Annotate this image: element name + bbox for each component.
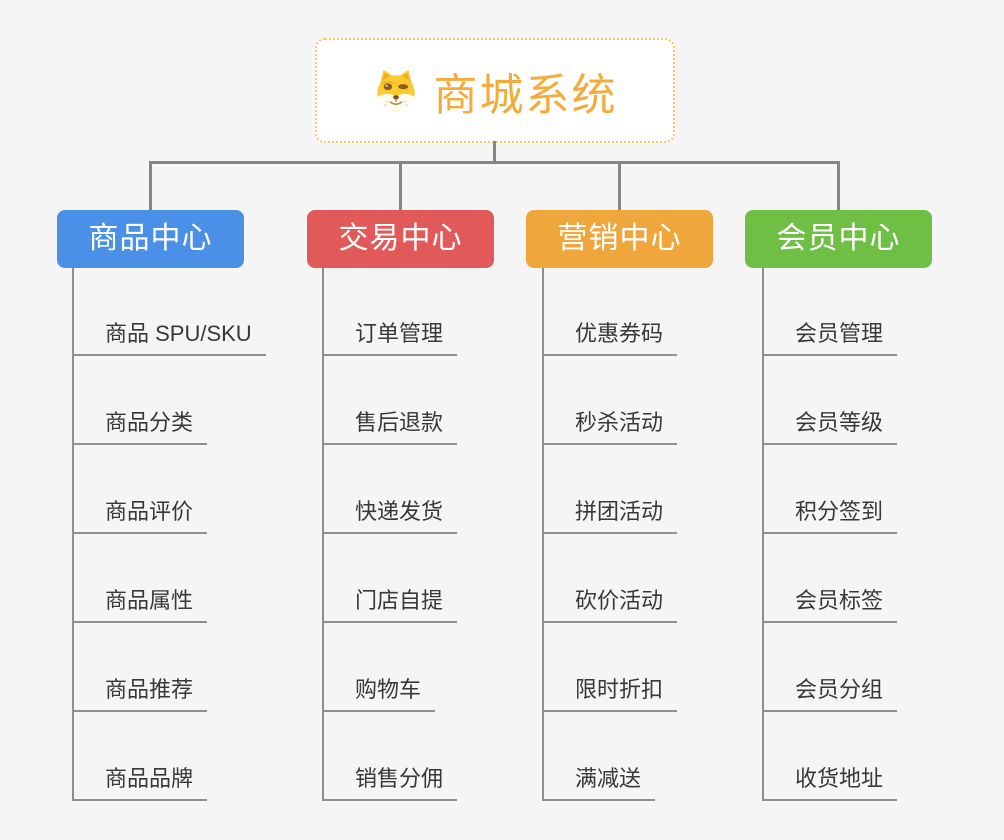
branch-header-marketing-center[interactable]: 营销中心 <box>526 210 713 268</box>
branch-header-trade-center[interactable]: 交易中心 <box>307 210 494 268</box>
leaf-node[interactable]: 限时折扣 <box>544 676 678 712</box>
connector-drop-2 <box>399 161 402 211</box>
leaf-node[interactable]: 销售分佣 <box>324 765 458 801</box>
leaf-node[interactable]: 拼团活动 <box>544 498 678 534</box>
leaf-node[interactable]: 会员等级 <box>764 409 898 445</box>
leaf-node[interactable]: 商品评价 <box>74 498 208 534</box>
leaf-node[interactable]: 会员管理 <box>764 320 898 356</box>
connector-root-vertical <box>493 141 496 164</box>
leaf-node[interactable]: 砍价活动 <box>544 587 678 623</box>
root-title: 商城系统 <box>433 70 618 120</box>
leaf-node[interactable]: 会员标签 <box>764 587 898 623</box>
leaf-node[interactable]: 快递发货 <box>324 498 458 534</box>
leaf-node[interactable]: 商品分类 <box>74 409 208 445</box>
branch-children-marketing: 优惠券码 秒杀活动 拼团活动 砍价活动 限时折扣 满减送 <box>542 268 774 801</box>
leaf-node[interactable]: 会员分组 <box>764 676 898 712</box>
leaf-node[interactable]: 商品推荐 <box>74 676 208 712</box>
branch-header-product-center[interactable]: 商品中心 <box>57 210 244 268</box>
leaf-node[interactable]: 售后退款 <box>324 409 458 445</box>
doge-icon <box>373 69 419 113</box>
connector-drop-1 <box>149 161 152 211</box>
leaf-node[interactable]: 门店自提 <box>324 587 458 623</box>
connector-horizontal <box>149 161 840 164</box>
root-node-mall-system[interactable]: 商城系统 <box>315 38 675 143</box>
connector-drop-4 <box>837 161 840 211</box>
connector-drop-3 <box>618 161 621 211</box>
leaf-node[interactable]: 优惠券码 <box>544 320 678 356</box>
leaf-node[interactable]: 商品 SPU/SKU <box>74 320 266 356</box>
leaf-node[interactable]: 商品属性 <box>74 587 208 623</box>
branch-children-trade: 订单管理 售后退款 快递发货 门店自提 购物车 销售分佣 <box>322 268 554 801</box>
leaf-node[interactable]: 购物车 <box>324 676 436 712</box>
leaf-node[interactable]: 积分签到 <box>764 498 898 534</box>
leaf-node[interactable]: 订单管理 <box>324 320 458 356</box>
branch-children-member: 会员管理 会员等级 积分签到 会员标签 会员分组 收货地址 <box>762 268 994 801</box>
branch-header-member-center[interactable]: 会员中心 <box>745 210 932 268</box>
leaf-node[interactable]: 收货地址 <box>764 765 898 801</box>
branch-children-product: 商品 SPU/SKU 商品分类 商品评价 商品属性 商品推荐 商品品牌 <box>72 268 304 801</box>
leaf-node[interactable]: 秒杀活动 <box>544 409 678 445</box>
leaf-node[interactable]: 满减送 <box>544 765 656 801</box>
leaf-node[interactable]: 商品品牌 <box>74 765 208 801</box>
